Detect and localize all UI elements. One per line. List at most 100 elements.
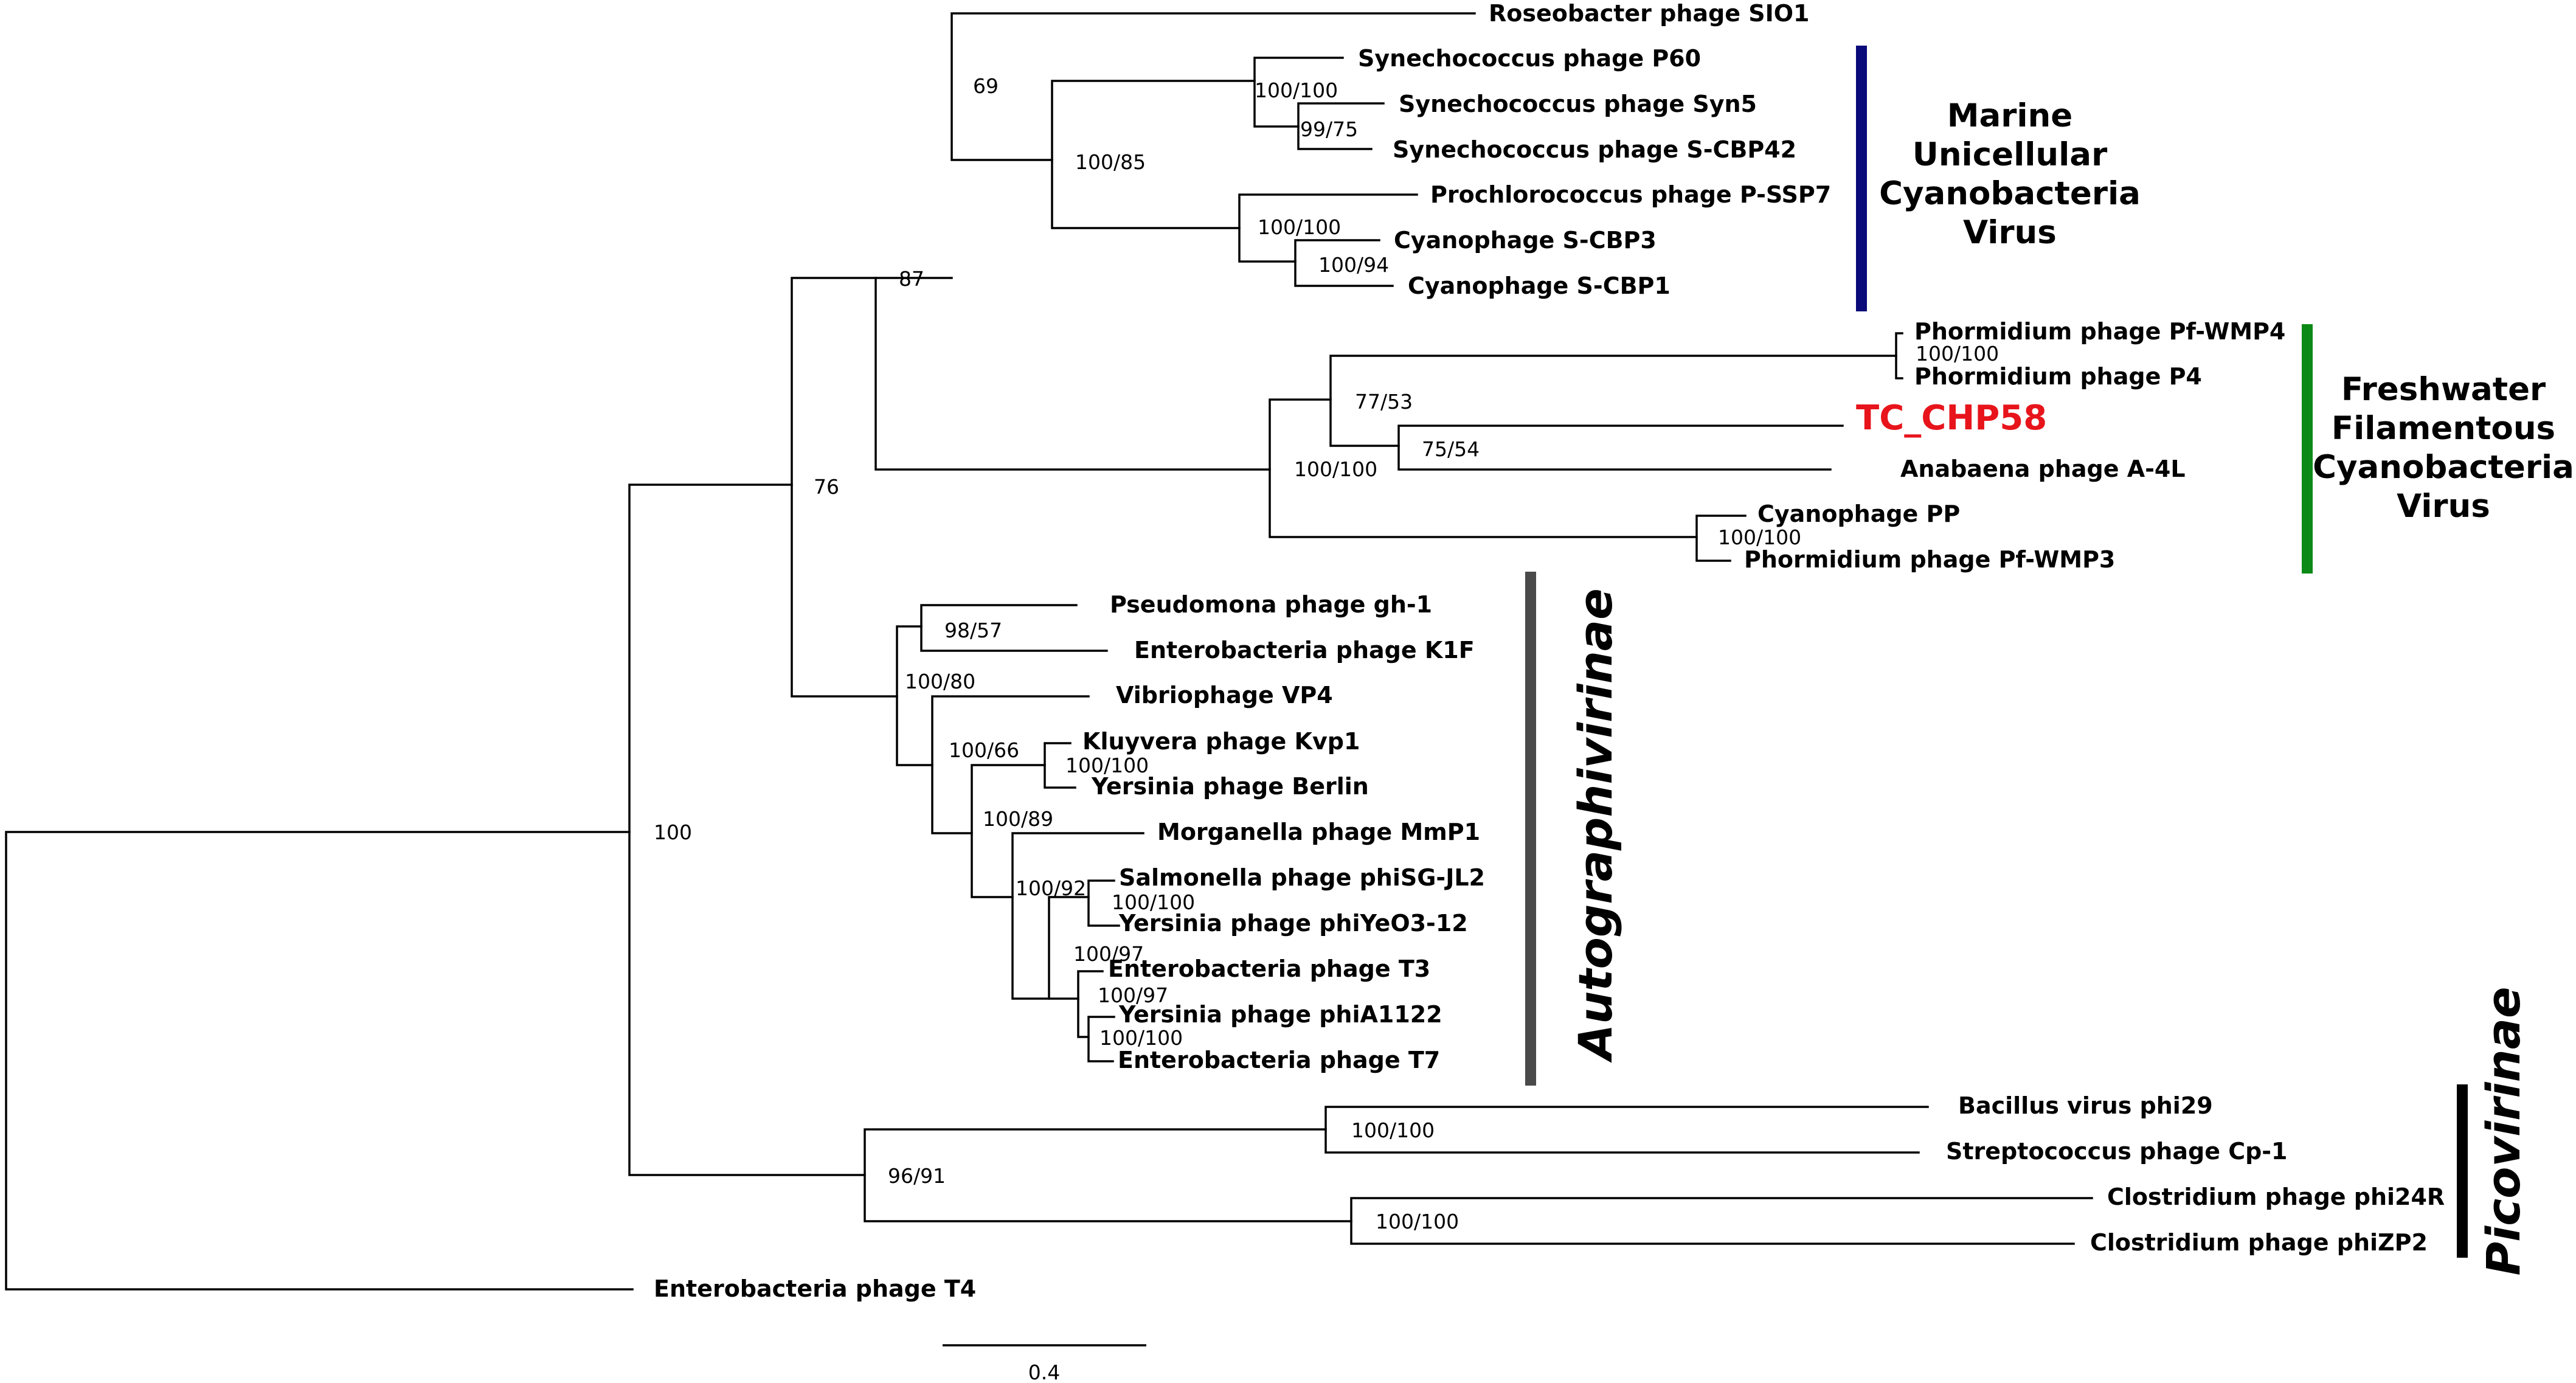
picovirinae-label: Picovirinae — [2476, 986, 2530, 1275]
support-value: 96/91 — [888, 1164, 946, 1188]
support-value: 100/100 — [1255, 78, 1338, 102]
branch-node-100-92 — [1011, 832, 1144, 1000]
support-value: 75/54 — [1422, 437, 1480, 461]
autographivirinae-clade-bar — [1525, 572, 1536, 1086]
branch-node-100-66 — [931, 695, 1090, 834]
support-value: 99/75 — [1300, 117, 1358, 141]
branch-node-cyano — [1238, 193, 1418, 263]
leaf-kluyvera: Kluyvera phage Kvp1 — [1082, 728, 1360, 755]
leaf-vibrio-vp4: Vibriophage VP4 — [1116, 682, 1333, 709]
branch-node-100-97-a — [1048, 896, 1090, 1000]
branch-node-pp — [1695, 515, 1747, 562]
leaf-morganella: Morganella phage MmP1 — [1157, 819, 1480, 845]
leaf-phorm-wmp4: Phormidium phage Pf-WMP4 — [1914, 318, 2285, 345]
support-value: 77/53 — [1355, 390, 1413, 414]
support-value: 100/89 — [983, 807, 1053, 831]
branch-node-100-80 — [896, 625, 933, 766]
leaf-entero-t7: Enterobacteria phage T7 — [1118, 1047, 1440, 1073]
leaf-pro-pssp7: Prochlorococcus phage P-SSP7 — [1430, 181, 1831, 208]
branch-node-100-89 — [971, 764, 1046, 898]
branch-node-100-94 — [1294, 239, 1394, 287]
branch-node-96-91 — [864, 1128, 1352, 1222]
leaf-entero-k1f: Enterobacteria phage K1F — [1134, 637, 1475, 664]
leaf-strep-cp1: Streptococcus phage Cp-1 — [1946, 1138, 2288, 1165]
support-value: 100/100 — [1376, 1210, 1459, 1233]
leaf-yersinia-berlin: Yersinia phage Berlin — [1091, 773, 1369, 800]
leaf-bacillus-phi29: Bacillus virus phi29 — [1958, 1092, 2213, 1119]
marine-label-line4: Virus — [1963, 214, 2057, 251]
branch-node-freshwater — [1269, 398, 1698, 538]
support-value: 87 — [899, 267, 924, 291]
leaf-clost-phizp2: Clostridium phage phiZP2 — [2090, 1229, 2428, 1256]
leaf-roseobacter: Roseobacter phage SIO1 — [1489, 0, 1810, 27]
scale-bar: 0.4 — [943, 1344, 1146, 1383]
support-value: 76 — [814, 475, 839, 499]
leaf-yersinia-phia1122: Yersinia phage phiA1122 — [1118, 1001, 1442, 1028]
leaf-syn-syn5: Synechococcus phage Syn5 — [1399, 91, 1757, 117]
freshwater-label-line2: Filamentous — [2332, 410, 2555, 447]
support-value: 100/100 — [1258, 215, 1341, 239]
leaf-cyano-pp: Cyanophage PP — [1757, 501, 1960, 527]
marine-label-line3: Cyanobacteria — [1879, 175, 2141, 212]
branch-node-77-53 — [1329, 355, 1897, 447]
support-value: 100/80 — [905, 670, 975, 693]
support-value: 100/100 — [1916, 342, 1999, 366]
branch-node-100 — [628, 484, 866, 1176]
branch-node-87 — [874, 277, 1271, 471]
support-values: 69 100/100 99/75 100/85 100/100 100/94 8… — [654, 74, 1999, 1233]
leaf-yersinia-phiyeo3: Yersinia phage phiYeO3-12 — [1118, 910, 1468, 937]
scale-bar-label: 0.4 — [1028, 1360, 1060, 1383]
freshwater-label-line3: Cyanobacteria — [2313, 449, 2574, 486]
leaf-entero-t3: Enterobacteria phage T3 — [1108, 955, 1430, 982]
marine-clade-bar — [1856, 46, 1867, 311]
support-value: 98/57 — [944, 619, 1002, 642]
support-value: 100/94 — [1318, 253, 1389, 277]
branch-node-98-57 — [920, 604, 1108, 652]
support-value: 100/97 — [1073, 942, 1144, 966]
support-value: 100/97 — [1098, 983, 1168, 1007]
leaf-syn-scbp42: Synechococcus phage S-CBP42 — [1393, 136, 1796, 163]
clade-bars — [1525, 46, 2468, 1258]
freshwater-clade-bar — [2302, 324, 2313, 574]
branch-node-100-97-b — [1077, 970, 1104, 1038]
support-value: 100/100 — [1112, 890, 1195, 914]
freshwater-label-line4: Virus — [2397, 488, 2490, 525]
branch-node-76 — [791, 277, 898, 698]
branch-node-phi29 — [1324, 1106, 1929, 1154]
support-value: 100/100 — [1294, 457, 1377, 481]
leaf-anabaena: Anabaena phage A-4L — [1900, 456, 2186, 482]
leaf-tc-chp58: TC_CHP58 — [1856, 398, 2047, 438]
branch-node-syn — [1253, 57, 1344, 128]
picovirinae-clade-bar — [2457, 1084, 2468, 1258]
branch-node-69 — [950, 12, 1476, 161]
freshwater-label-line1: Freshwater — [2341, 371, 2546, 408]
support-value: 69 — [973, 74, 999, 98]
leaf-cyano-scbp1: Cyanophage S-CBP1 — [1408, 272, 1671, 299]
leaf-salmonella: Salmonella phage phiSG-JL2 — [1119, 864, 1485, 891]
branch-node-100-100-t7 — [1087, 1016, 1115, 1062]
branch-node-salmonella — [1087, 879, 1120, 927]
branch-node-75-54 — [1397, 425, 1844, 471]
leaf-pseudomona: Pseudomona phage gh-1 — [1110, 591, 1432, 618]
leaf-syn-p60: Synechococcus phage P60 — [1358, 45, 1701, 72]
leaf-entero-t4: Enterobacteria phage T4 — [654, 1275, 976, 1302]
branch-node-kluyvera — [1044, 742, 1076, 789]
clade-labels: Marine Unicellular Cyanobacteria Virus F… — [1568, 97, 2574, 1276]
branch-node-clost — [1350, 1197, 2093, 1245]
leaf-labels: Roseobacter phage SIO1 Synechococcus pha… — [654, 0, 2445, 1302]
branch-node-100-85 — [1051, 80, 1256, 229]
support-value: 100/100 — [1351, 1118, 1435, 1142]
support-value: 100/100 — [1065, 754, 1149, 777]
support-value: 100/85 — [1075, 150, 1146, 174]
leaf-clost-phi24r: Clostridium phage phi24R — [2107, 1184, 2445, 1210]
support-value: 100/100 — [1099, 1026, 1183, 1050]
branch-node-phorm — [1895, 332, 1903, 380]
support-value: 100/66 — [949, 738, 1019, 762]
marine-label-line2: Unicellular — [1913, 136, 2107, 173]
autographivirinae-label: Autographivirinae — [1568, 588, 1622, 1062]
marine-label-line1: Marine — [1947, 97, 2073, 134]
branch-root — [5, 831, 634, 1291]
leaf-phorm-wmp3: Phormidium phage Pf-WMP3 — [1744, 546, 2115, 573]
tree-branches — [5, 12, 2093, 1291]
